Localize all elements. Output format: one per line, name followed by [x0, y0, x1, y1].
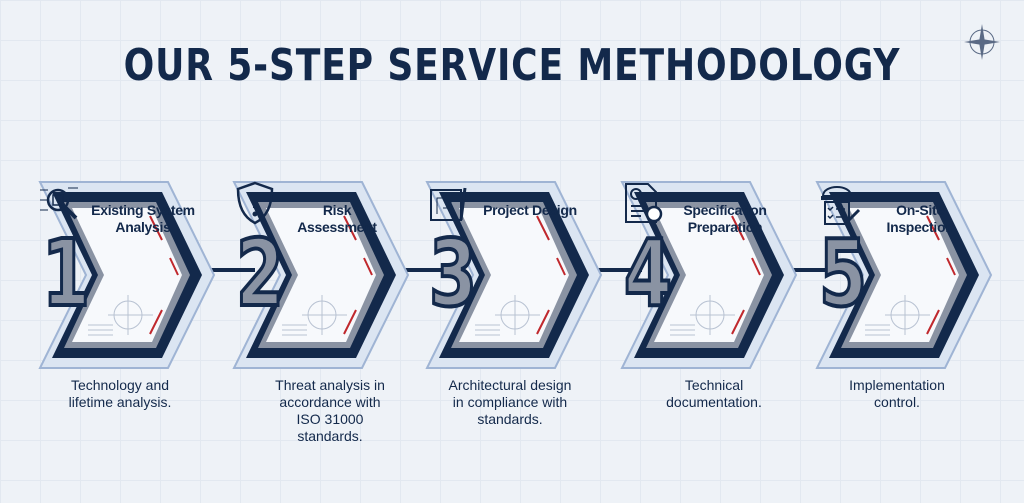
step-title: Existing System Analysis: [91, 202, 195, 235]
step-chevron-3: 3 Project Design: [425, 180, 605, 370]
step-chevron-1: 1 Existing System Analysis: [38, 180, 218, 370]
step-title: On-Site Inspection: [886, 202, 954, 235]
blueprint-icon: [430, 187, 467, 221]
step-title: Risk Assessment: [297, 202, 377, 235]
chevron-shape: [620, 181, 798, 369]
step-description: Architectural design in compliance with …: [448, 377, 572, 427]
connector-line: [205, 268, 255, 272]
step-chevron-2: 2 Risk Assessment: [232, 180, 412, 370]
step-title: Project Design: [483, 202, 577, 218]
chevron-shape: [232, 181, 410, 369]
chevron-shape: [38, 181, 216, 369]
connector-line: [592, 268, 642, 272]
step-number: 1: [40, 218, 91, 329]
magnifier-chip-icon: [40, 187, 78, 220]
step-number: 4: [622, 218, 673, 329]
connector-line: [787, 268, 837, 272]
step-description: Technology and lifetime analysis.: [68, 377, 172, 410]
shield-warning-icon: [236, 181, 274, 225]
step-chevron-4: 4 Specification Preparation: [620, 180, 800, 370]
chevron-shape: [815, 181, 993, 369]
step-number: 5: [817, 218, 868, 329]
step-chevron-5: 5 On-Site Inspection: [815, 180, 995, 370]
step-description: Threat analysis in accordance with ISO 3…: [275, 377, 385, 444]
hardhat-checklist-icon: [821, 186, 861, 226]
step-description: Technical documentation.: [666, 377, 762, 410]
compass-icon: [964, 24, 1000, 60]
step-description: Implementation control.: [849, 377, 945, 410]
page-title: OUR 5-STEP SERVICE METHODOLOGY: [123, 40, 901, 91]
document-gears-icon: [625, 183, 663, 223]
chevron-shape: [425, 181, 603, 369]
step-title: Specification Preparation: [683, 202, 767, 235]
step-number: 3: [427, 218, 478, 329]
connector-line: [400, 268, 450, 272]
step-number: 2: [234, 218, 285, 329]
